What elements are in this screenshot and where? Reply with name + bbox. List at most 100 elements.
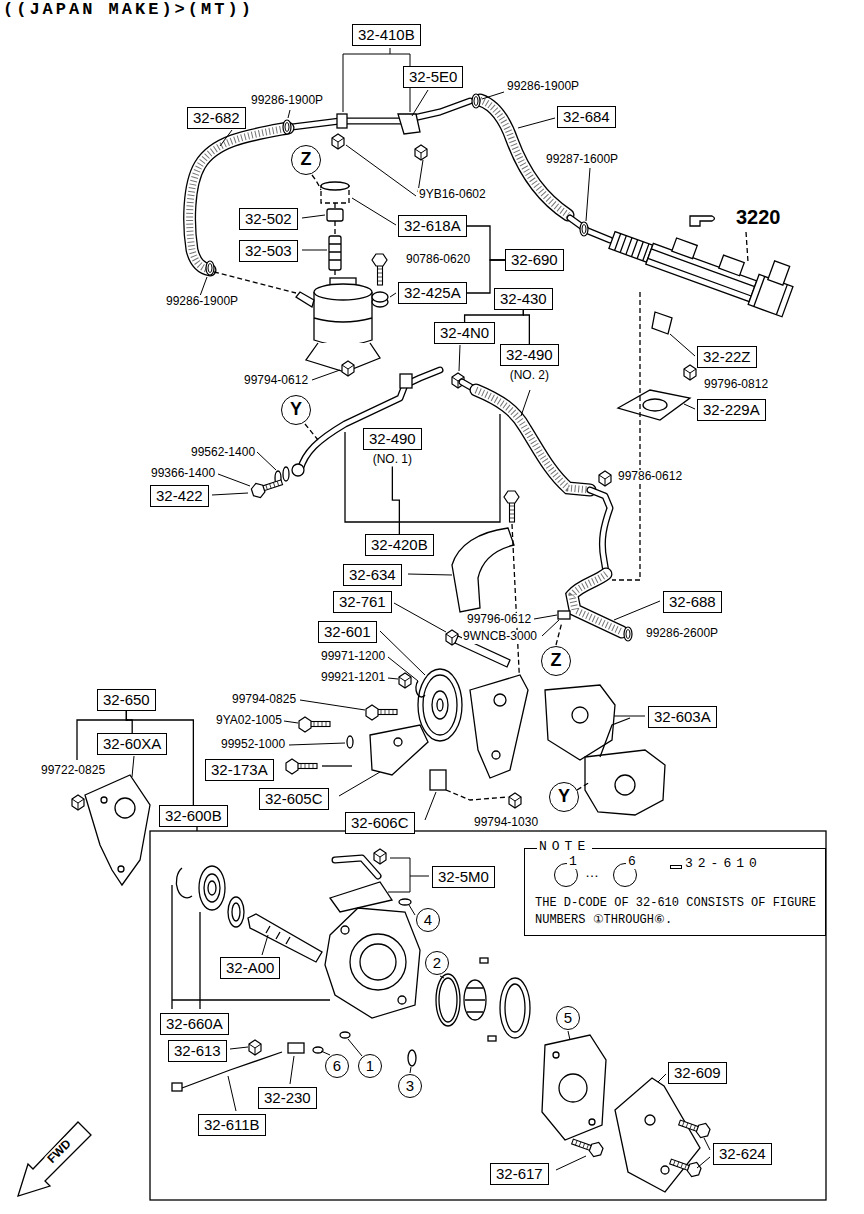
part-box: 32-502: [239, 208, 298, 230]
direction-arrow: [18, 1122, 91, 1196]
steering-gear: [643, 399, 667, 411]
part-number: 32-690: [511, 251, 558, 269]
part-number: 32-22Z: [703, 348, 751, 366]
part-label: 99366-1400: [150, 467, 216, 481]
part-number: 32-634: [349, 566, 396, 584]
part-box: 32-682: [187, 107, 246, 129]
pump-bracket: [366, 705, 397, 720]
part-box: 32-609: [668, 1062, 727, 1084]
part-box: 32-173A: [205, 759, 274, 781]
pump-exploded: [204, 874, 220, 902]
steering-gear: [607, 206, 799, 317]
callout-circle: 6: [325, 1054, 349, 1078]
pump-bracket: [101, 797, 107, 803]
part-number: 32-5M0: [438, 868, 489, 886]
part-number: 32-502: [245, 210, 292, 228]
part-label: 99286-1900P: [165, 295, 239, 309]
part-number: (NO. 1): [363, 450, 422, 466]
pressure-pipe: [590, 490, 610, 572]
pump-bracket: [399, 673, 411, 688]
pump-exploded: [325, 908, 420, 1018]
hose-clamp: [472, 94, 480, 108]
pump-bracket: [85, 775, 150, 885]
leader-line: [412, 90, 428, 116]
part-label: 99286-1900P: [250, 94, 324, 108]
hose: [570, 218, 610, 240]
leader-line: [132, 756, 134, 777]
leader-line: [200, 92, 590, 296]
hose: [570, 218, 610, 240]
part-box: 32-5E0: [403, 66, 463, 88]
bracket-line: [467, 226, 505, 260]
steering-gear: [612, 292, 640, 580]
callout-number: Y: [290, 399, 302, 421]
part-label: 9YA02-1005: [215, 714, 283, 728]
callout-number: 6: [333, 1057, 341, 1075]
direction-arrow: [18, 1122, 91, 1196]
part-label: 9YB16-0602: [418, 188, 487, 202]
callout-number: Z: [551, 650, 562, 672]
reservoir: [214, 272, 296, 293]
pump-exploded: [439, 978, 457, 1022]
reservoir: [329, 236, 341, 270]
bracket-line: [392, 466, 399, 534]
pump-exploded: [480, 958, 488, 963]
pump-exploded: [176, 868, 192, 898]
pump-exploded: [500, 978, 530, 1038]
part-box: 32-490(NO. 1): [363, 428, 422, 466]
callout-number: Z: [301, 149, 312, 171]
part-label: 99921-1201: [320, 671, 386, 685]
part-number: 32-609: [674, 1064, 721, 1082]
pump-exploded: [465, 988, 485, 1012]
pump-exploded: [249, 1040, 261, 1055]
pressure-pipe: [590, 490, 610, 572]
part-number: 32-611B: [204, 1116, 260, 1134]
pump-exploded: [661, 1166, 669, 1174]
pump-bracket: [347, 736, 353, 748]
part-box: 32-610: [670, 865, 682, 869]
part-number: 32-422: [156, 487, 203, 505]
part-box: 32-684: [557, 106, 616, 128]
part-box: 32-229A: [697, 399, 766, 421]
callout-circle: 1: [554, 863, 578, 887]
pump-exploded: [436, 974, 460, 1026]
steering-gear: [690, 216, 715, 226]
part-label: 99971-1200: [320, 650, 386, 664]
pump-bracket: [512, 524, 520, 690]
part-number: 32-650: [103, 691, 150, 709]
return-pipe: [332, 134, 344, 149]
part-box: 32-761: [333, 591, 392, 613]
part-box: 32-420B: [365, 534, 434, 556]
part-box: 32-618A: [398, 215, 467, 237]
part-box: 32-603A: [648, 706, 717, 728]
note-box: NOTETHE D-CODE OF 32-610 CONSISTS OF FIG…: [524, 848, 826, 936]
pump-exploded: [570, 1134, 604, 1159]
pump-bracket: [558, 611, 570, 619]
leader-line: [302, 198, 396, 380]
steering-gear: [768, 261, 790, 285]
part-number: 32-682: [193, 109, 240, 127]
part-number: 32-A00: [226, 959, 274, 977]
note-text: THE D-CODE OF 32-610 CONSISTS OF FIGURE …: [535, 895, 817, 929]
part-label: 99952-1000: [220, 738, 286, 752]
pump-exploded: [330, 882, 392, 912]
leader-line: [380, 603, 446, 681]
pump-exploded: [589, 1119, 595, 1125]
pump-exploded: [199, 866, 225, 910]
pressure-pipe: [250, 476, 284, 500]
pressure-pipe: [300, 370, 440, 470]
pump-bracket: [494, 694, 506, 706]
part-label: 99796-0612: [466, 613, 532, 627]
part-number: 32-229A: [703, 401, 760, 419]
callout-circle: 2: [425, 951, 449, 975]
reservoir: [334, 203, 335, 280]
page-title: ((JAPAN MAKE)>(MT)): [3, 0, 254, 19]
part-label: 99794-0612: [243, 374, 309, 388]
leader-line: [220, 118, 555, 146]
callout-number: 2: [433, 954, 441, 972]
part-label: 99796-0812: [703, 378, 769, 392]
part-box: 32-601: [318, 621, 377, 643]
pressure-pipe: [292, 464, 304, 476]
pump-exploded: [266, 926, 290, 944]
part-label: 99794-0825: [231, 693, 297, 707]
